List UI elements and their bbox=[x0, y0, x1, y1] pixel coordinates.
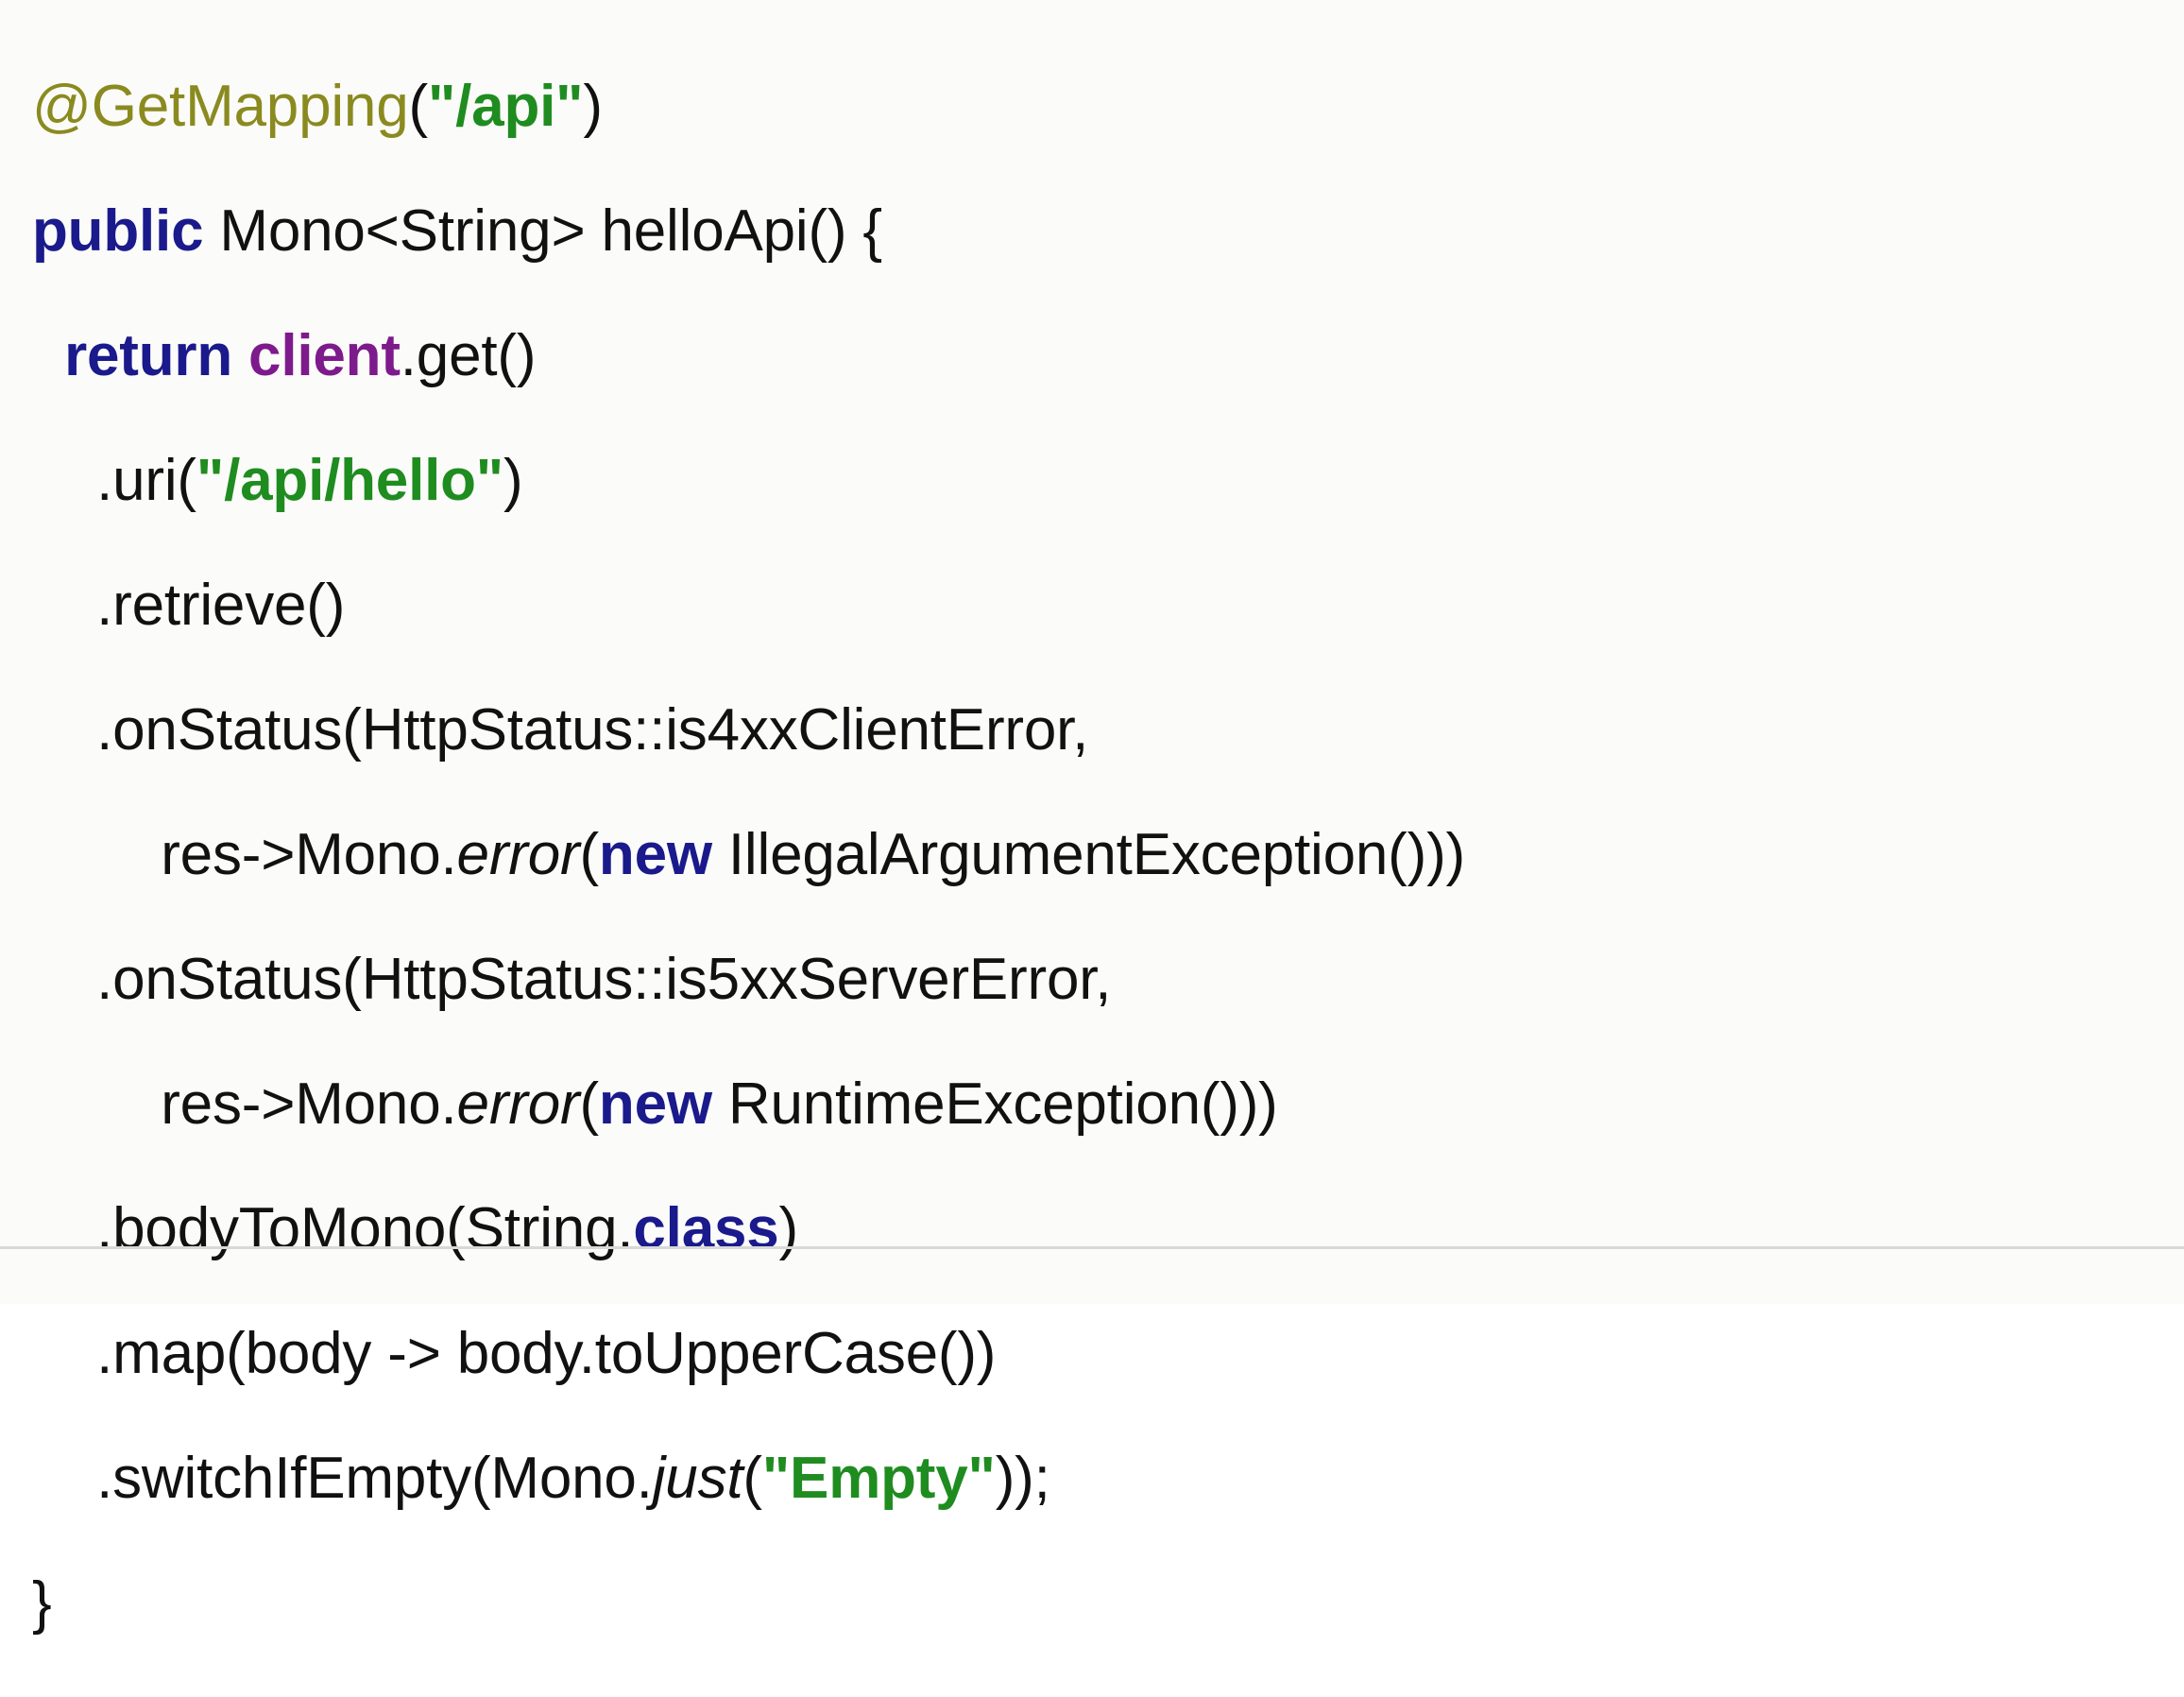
code-token-plain bbox=[232, 323, 248, 388]
code-line: @GetMapping("/api") bbox=[32, 76, 2184, 138]
code-token-plain: ) bbox=[778, 1196, 799, 1261]
code-token-plain: res->Mono. bbox=[161, 1071, 457, 1137]
code-token-plain: Mono<String> helloApi() { bbox=[203, 198, 882, 264]
code-token-plain: .uri( bbox=[96, 448, 196, 513]
code-slide: @GetMapping("/api") public Mono<String> … bbox=[0, 75, 2184, 1635]
code-line: .uri("/api/hello") bbox=[32, 450, 2184, 512]
code-line: .map(body -> body.toUpperCase()) bbox=[32, 1323, 2184, 1385]
code-token-annotation: @GetMapping bbox=[32, 74, 409, 139]
code-indent bbox=[32, 573, 96, 638]
code-token-plain: } bbox=[32, 1570, 52, 1636]
code-line: res->Mono.error(new IllegalArgumentExcep… bbox=[32, 824, 2184, 886]
code-line: .onStatus(HttpStatus::is4xxClientError, bbox=[32, 699, 2184, 762]
code-token-plain: .map(body -> body.toUpperCase()) bbox=[96, 1321, 997, 1386]
code-indent bbox=[32, 697, 96, 763]
code-token-plain: res->Mono. bbox=[161, 822, 457, 887]
code-token-plain: ) bbox=[503, 448, 523, 513]
code-block: @GetMapping("/api") public Mono<String> … bbox=[32, 76, 2184, 1697]
code-line: public Mono<String> helloApi() { bbox=[32, 200, 2184, 263]
code-indent bbox=[32, 1446, 96, 1511]
code-token-plain: ( bbox=[579, 1071, 599, 1137]
code-indent bbox=[32, 822, 161, 887]
code-indent bbox=[32, 1071, 161, 1137]
code-token-plain: .onStatus(HttpStatus::is5xxServerError, bbox=[96, 947, 1112, 1012]
code-token-method: error bbox=[456, 822, 580, 887]
code-token-method: just bbox=[652, 1446, 743, 1511]
code-token-plain: IllegalArgumentException())) bbox=[711, 822, 1465, 887]
code-line: .bodyToMono(String.class) bbox=[32, 1198, 2184, 1260]
code-token-string: "/api/hello" bbox=[196, 448, 503, 513]
code-token-keyword: return bbox=[64, 323, 232, 388]
code-token-field: client bbox=[248, 323, 401, 388]
code-token-plain: .switchIfEmpty(Mono. bbox=[96, 1446, 653, 1511]
code-token-string: "Empty" bbox=[761, 1446, 996, 1511]
code-indent bbox=[32, 1196, 96, 1261]
code-token-string: "/api" bbox=[427, 74, 584, 139]
code-token-plain: .onStatus(HttpStatus::is4xxClientError, bbox=[96, 697, 1089, 763]
code-line: return client.get() bbox=[32, 325, 2184, 387]
code-indent bbox=[32, 323, 64, 388]
code-token-plain: .bodyToMono(String. bbox=[96, 1196, 634, 1261]
code-token-keyword: class bbox=[633, 1196, 779, 1261]
code-token-plain: ) bbox=[583, 74, 603, 139]
code-line: } bbox=[32, 1572, 2184, 1635]
code-token-plain: .retrieve() bbox=[96, 573, 346, 638]
code-token-plain: RuntimeException())) bbox=[711, 1071, 1278, 1137]
code-token-plain: )); bbox=[995, 1446, 1050, 1511]
code-indent bbox=[32, 448, 96, 513]
code-indent bbox=[32, 1321, 96, 1386]
code-token-keyword: new bbox=[598, 1071, 712, 1137]
code-line: .switchIfEmpty(Mono.just("Empty")); bbox=[32, 1448, 2184, 1510]
bottom-divider bbox=[0, 1246, 2184, 1249]
code-token-keyword: new bbox=[598, 822, 712, 887]
code-token-plain: ( bbox=[408, 74, 429, 139]
code-token-plain: ( bbox=[742, 1446, 762, 1511]
code-token-keyword: public bbox=[32, 198, 204, 264]
code-token-plain: ( bbox=[579, 822, 599, 887]
code-indent bbox=[32, 947, 96, 1012]
code-line: .retrieve() bbox=[32, 574, 2184, 637]
code-line: res->Mono.error(new RuntimeException())) bbox=[32, 1073, 2184, 1136]
code-line: .onStatus(HttpStatus::is5xxServerError, bbox=[32, 949, 2184, 1011]
code-token-plain: .get() bbox=[400, 323, 537, 388]
code-token-method: error bbox=[456, 1071, 580, 1137]
